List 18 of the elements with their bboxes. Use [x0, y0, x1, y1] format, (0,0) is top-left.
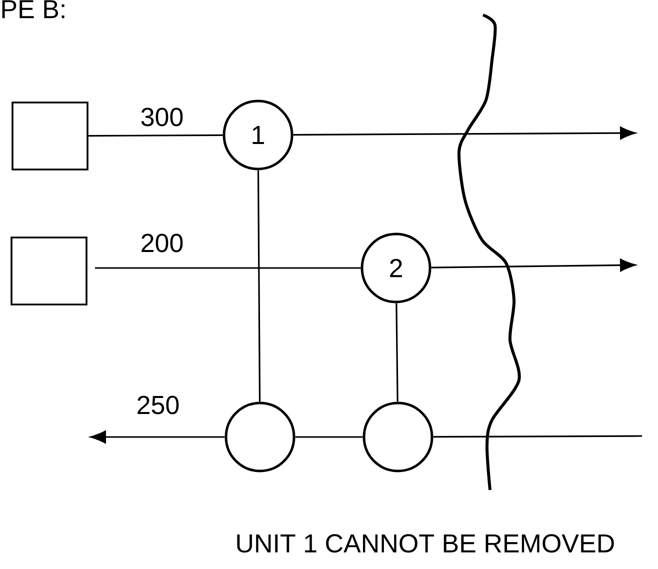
unit-circle — [224, 402, 296, 472]
connector-line — [433, 435, 642, 438]
connector-line — [396, 303, 398, 402]
square-box — [12, 102, 88, 170]
unit-circle — [362, 402, 434, 472]
edge-label: 200 — [142, 234, 183, 252]
arrow — [431, 258, 636, 272]
edge-label: 300 — [141, 108, 183, 126]
connector-line — [88, 134, 223, 137]
connector-line — [95, 267, 361, 269]
connector-line — [257, 170, 261, 402]
arrow — [90, 430, 225, 444]
connector-line — [295, 436, 363, 438]
note-text: UNIT 1 CANNOT BE REMOVED — [237, 534, 614, 553]
arrow — [293, 126, 636, 140]
square-box — [10, 236, 88, 306]
heading-text: PE B: — [2, 0, 64, 18]
edge-label: 250 — [138, 396, 179, 414]
